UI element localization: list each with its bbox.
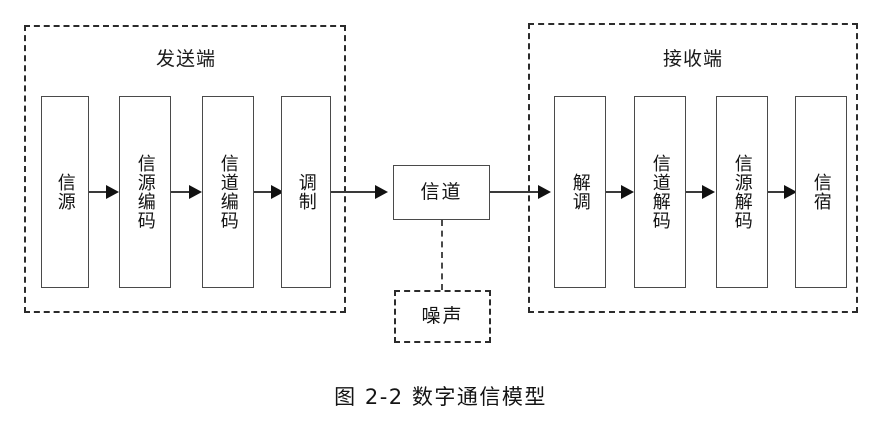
connector-source-decoder-to-sink [768,191,786,193]
node-source-encoder[interactable]: 信源编码 [119,96,171,288]
arrowhead-modulator-to-channel [375,185,388,199]
node-modulator-label: 调制 [295,173,317,211]
connector-channel-encoder-to-modulator [254,191,274,193]
node-channel-label: 信道 [420,181,463,203]
node-channel-decoder[interactable]: 信道解码 [634,96,686,288]
node-source-decoder-label: 信源解码 [731,154,753,230]
connector-source-encoder-to-channel-encoder [171,191,191,193]
node-sink[interactable]: 信宿 [795,96,847,288]
node-source-label: 信源 [54,173,76,211]
node-noise[interactable]: 噪声 [394,290,491,343]
node-source-encoder-label: 信源编码 [134,154,156,230]
arrowhead-channel-decoder-to-source-decoder [702,185,715,199]
connector-channel-decoder-to-source-decoder [686,191,704,193]
node-source[interactable]: 信源 [41,96,89,288]
connector-demodulator-to-channel-decoder [606,191,624,193]
arrowhead-channel-encoder-to-modulator [271,185,284,199]
node-channel-decoder-label: 信道解码 [649,154,671,230]
node-channel-encoder[interactable]: 信道编码 [202,96,254,288]
node-demodulator[interactable]: 解调 [554,96,606,288]
node-noise-label: 噪声 [421,305,464,327]
figure-caption: 图 2-2 数字通信模型 [334,385,547,409]
arrowhead-source-decoder-to-sink [784,185,797,199]
connector-channel-to-demodulator [490,191,540,193]
arrowhead-source-to-source-encoder [106,185,119,199]
node-demodulator-label: 解调 [569,173,591,211]
node-source-decoder[interactable]: 信源解码 [716,96,768,288]
arrowhead-source-encoder-to-channel-encoder [189,185,202,199]
arrowhead-channel-to-demodulator [538,185,551,199]
connector-channel-to-noise [441,220,443,290]
node-modulator[interactable]: 调制 [281,96,331,288]
receiver-group-title: 接收端 [662,48,723,70]
connector-source-to-source-encoder [89,191,109,193]
transmitter-group-title: 发送端 [155,48,216,70]
connector-modulator-to-channel [331,191,378,193]
receiver-group-boundary [528,23,858,313]
node-channel-encoder-label: 信道编码 [217,154,239,230]
transmitter-group-boundary [24,25,346,313]
node-channel[interactable]: 信道 [393,165,490,220]
node-sink-label: 信宿 [810,173,832,211]
arrowhead-demodulator-to-channel-decoder [621,185,634,199]
